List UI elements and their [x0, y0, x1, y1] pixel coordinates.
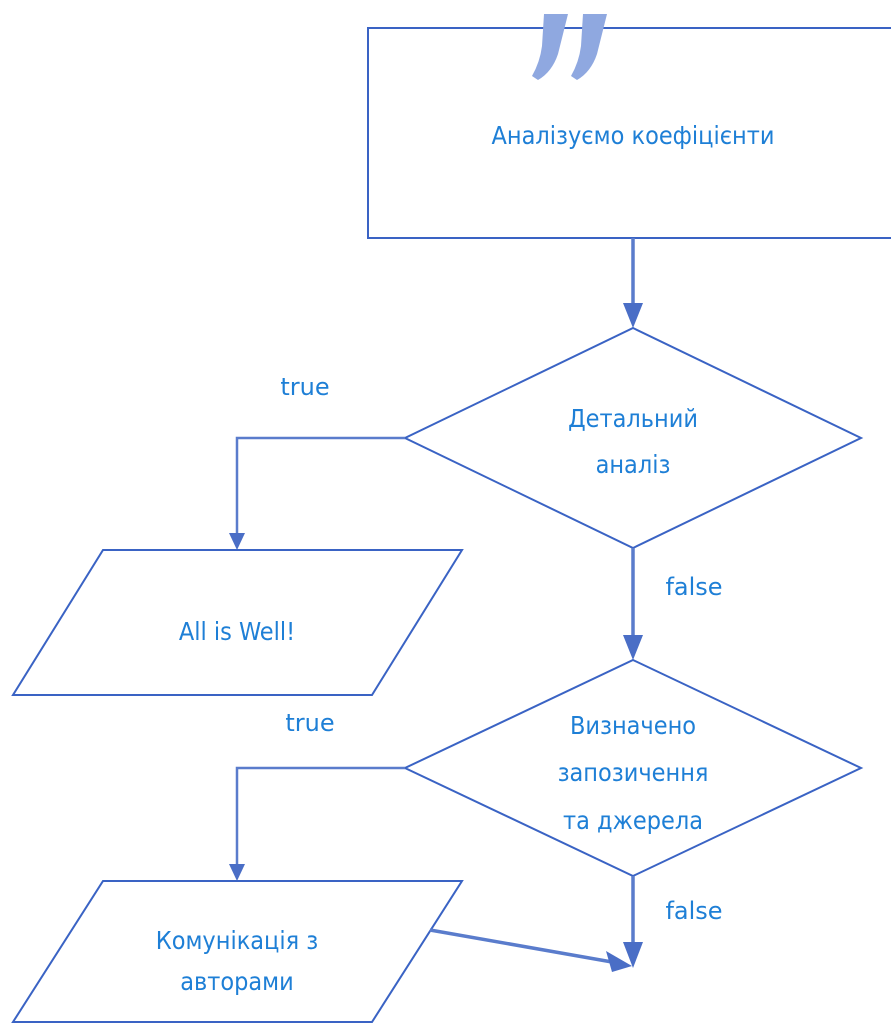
edge-label-detailed-true: true	[280, 373, 329, 401]
arrow-head-icon	[623, 635, 643, 660]
output-author-communication[interactable]	[11, 880, 464, 1023]
edge-label-detailed-false: false	[665, 573, 722, 601]
decision-borrowing-line-2: запозичення	[558, 758, 709, 787]
output-all-is-well-label: All is Well!	[179, 617, 295, 646]
connector-communication-merge	[429, 928, 613, 964]
output-communication-line-1: Комунікація з	[156, 926, 319, 955]
arrow-head-icon	[623, 942, 643, 968]
connector-detailed-true	[235, 436, 405, 535]
connector-borrowing-true	[235, 766, 405, 866]
decision-borrowing-line-3: та джерела	[563, 806, 703, 835]
decision-borrowing-line-1: Визначено	[570, 711, 696, 740]
start-process-label: Аналізуємо коефіцієнти	[492, 121, 775, 150]
edge-label-borrowing-false: false	[665, 897, 722, 925]
arrow-head-icon	[229, 533, 245, 550]
arrow-head-icon	[606, 951, 632, 972]
arrow-head-icon	[623, 303, 643, 328]
edge-label-borrowing-true: true	[285, 709, 334, 737]
output-communication-line-2: авторами	[180, 967, 294, 996]
decision-detailed-line-1: Детальний	[568, 404, 698, 433]
arrow-head-icon	[229, 864, 245, 881]
decision-detailed-analysis[interactable]	[402, 326, 864, 550]
double-quote-icon	[532, 14, 607, 80]
output-all-is-well[interactable]	[11, 549, 464, 696]
decision-detailed-line-2: аналіз	[596, 450, 671, 479]
